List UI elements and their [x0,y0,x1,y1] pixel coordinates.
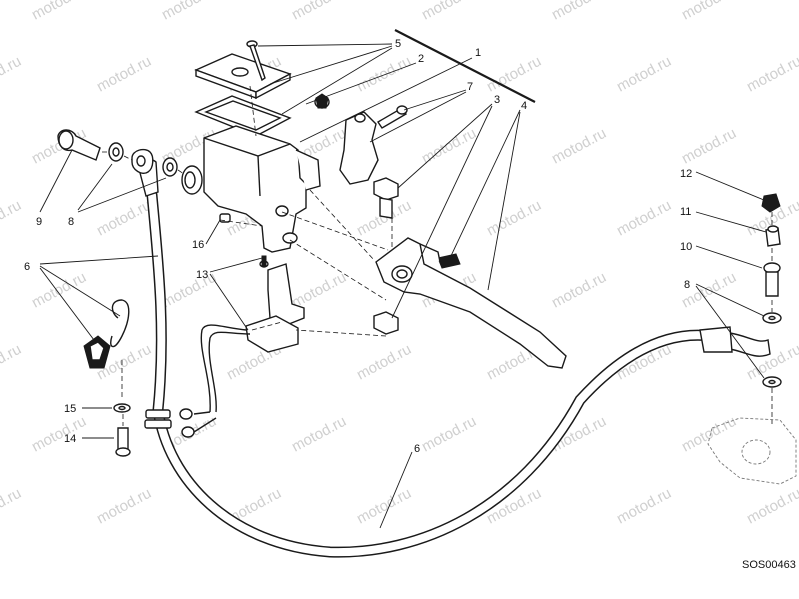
callout-8-right: 8 [684,279,690,291]
callout-5: 5 [395,38,401,50]
master-cylinder-body [181,125,321,253]
cap-screw [246,40,266,82]
callout-13: 13 [196,269,208,281]
drawing-code: SOS00463 [742,559,796,571]
leader-lines [39,29,767,529]
bleeder-cap [761,193,781,213]
watermark-text: motod.ru [159,0,219,24]
watermark-text: motod.ru [29,0,89,24]
callout-15: 15 [64,403,76,415]
watermark-text: motod.ru [354,53,414,96]
slave-banjo-bolt [763,262,781,297]
callout-16: 16 [192,239,204,251]
callout-11: 11 [680,206,691,218]
watermark-text: motod.ru [679,125,739,168]
watermark-text: motod.ru [29,413,89,456]
watermark-text: motod.ru [484,197,544,240]
watermark-text: motod.ru [614,53,674,96]
slave-cylinder-ghost [707,417,797,485]
watermark-text: motod.ru [614,197,674,240]
pivot-nut [373,311,399,335]
watermark-text: motod.ru [29,269,89,312]
watermark-text: motod.ru [744,53,799,96]
callout-labels: 1 2 3 4 5 6 6 7 8 8 9 10 11 12 13 14 15 … [24,38,692,455]
watermark-text: motod.ru [549,125,609,168]
callout-10: 10 [680,241,692,253]
callout-8-left: 8 [68,216,74,228]
callout-7: 7 [467,81,473,93]
bleed-plug [219,213,231,223]
watermark-text: motod.ru [289,269,349,312]
pivot-bolt [373,177,399,219]
reservoir-diaphragm [194,95,292,137]
callout-6-left: 6 [24,261,30,273]
watermark-text: motod.ru [94,197,154,240]
watermark-text: motod.ru [354,485,414,528]
watermark-text: motod.ru [0,53,24,96]
hose-grommet [83,299,130,369]
watermark-text: motod.ru [419,0,479,24]
callout-2: 2 [418,53,424,65]
callout-12: 12 [680,168,692,180]
watermark-text: motod.ru [679,0,739,24]
switch-bracket [339,105,408,185]
callout-1: 1 [475,47,481,59]
callout-3: 3 [494,94,500,106]
watermark-text: motod.ru [484,53,544,96]
clutch-switch-wire [179,324,251,438]
mounting-bracket [245,255,305,353]
watermark-text: motod.ru [0,485,24,528]
watermark-text: motod.ru [419,413,479,456]
assembly-lines [102,85,773,426]
callout-4: 4 [521,100,527,112]
watermark-text: motod.ru [614,485,674,528]
watermark-text: motod.ru [289,0,349,24]
sealing-washers-right [762,312,782,388]
banjo-fitting [131,148,154,174]
reservoir-cap [194,53,292,100]
screw-and-washer [113,403,131,457]
callout-6-bottom: 6 [414,443,420,455]
bleeder-valve [765,225,781,247]
watermark-text: motod.ru [94,53,154,96]
watermark-text: motod.ru [0,341,24,384]
lever-pin [437,253,461,269]
watermark-text: motod.ru [549,0,609,24]
watermark-text: motod.ru [549,269,609,312]
watermark-text: motod.ru [94,485,154,528]
sealing-washers-left [108,142,178,177]
watermark-text: motod.ru [159,269,219,312]
watermark-text: motod.ru [0,197,24,240]
callout-9: 9 [36,216,42,228]
banjo-bolt [57,129,101,161]
watermark-text: motod.ru [679,413,739,456]
watermark-text: motod.ru [354,341,414,384]
watermark-text: motod.ru [289,413,349,456]
callout-14: 14 [64,433,76,445]
watermark-text: motod.ru [744,485,799,528]
